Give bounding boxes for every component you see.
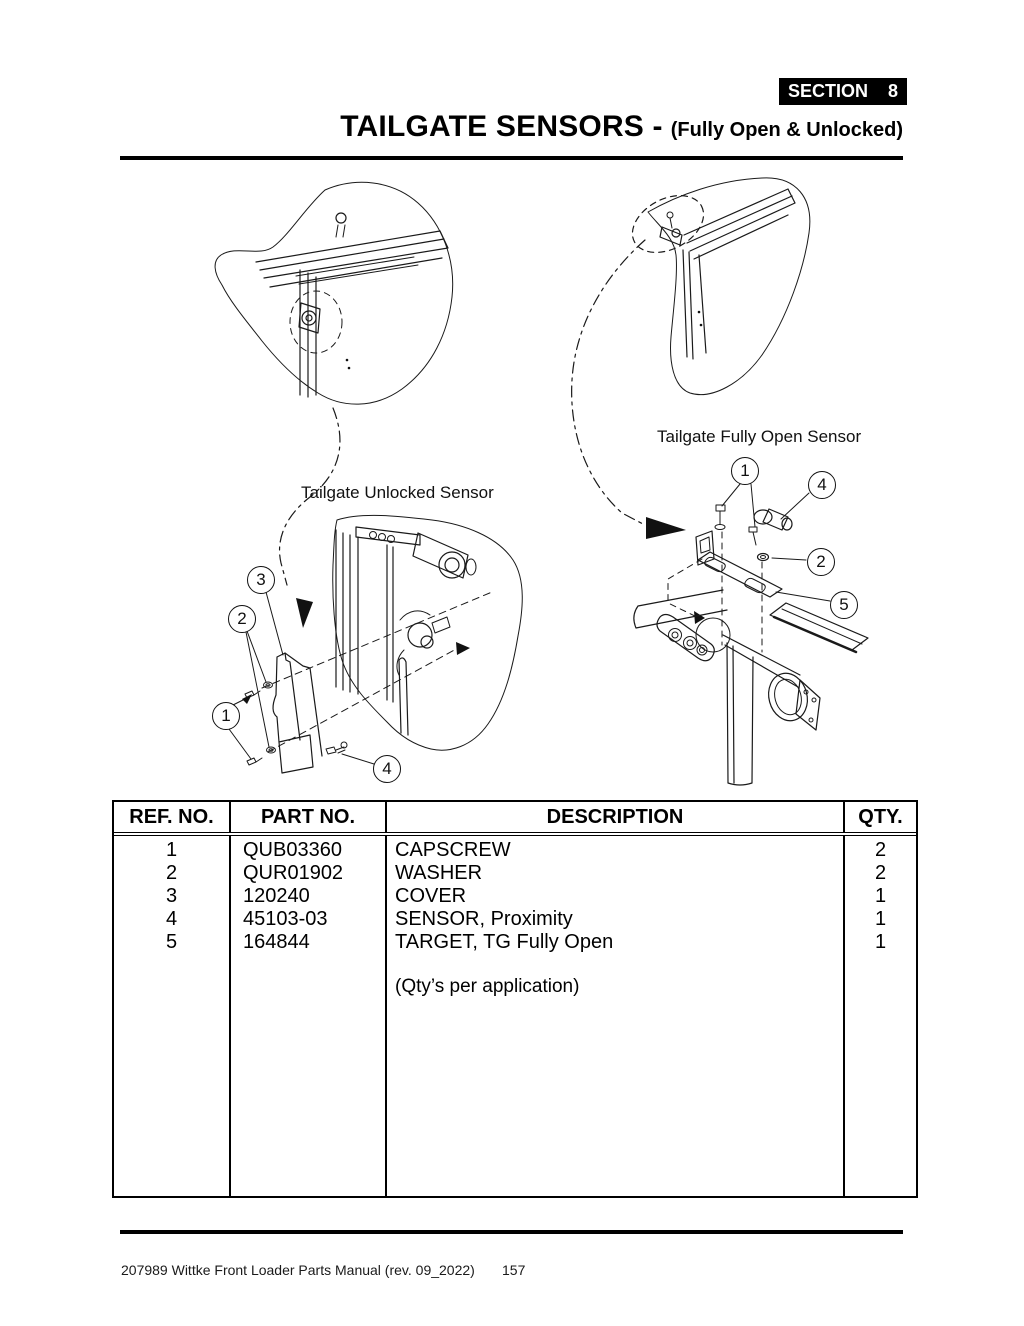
fully-open-sensor-label: Tailgate Fully Open Sensor (657, 427, 862, 446)
qty: 2 (874, 862, 887, 884)
page-footer: 207989 Wittke Front Loader Parts Manual … (121, 1262, 821, 1278)
qty: 2 (874, 839, 887, 861)
header-qty: QTY. (858, 805, 903, 828)
page-title: TAILGATE SENSORS - (Fully Open & Unlocke… (0, 110, 903, 144)
column-description: CAPSCREW WASHER COVER SENSOR, Proximity … (387, 836, 845, 1196)
description: COVER (395, 885, 467, 907)
qty-note: (Qty’s per application) (395, 976, 580, 997)
fully-open-sensor-location-drawing (571, 177, 811, 539)
arrow-icon (296, 598, 313, 628)
description: WASHER (395, 862, 483, 884)
arrow-icon (646, 517, 686, 539)
description: TARGET, TG Fully Open (395, 931, 614, 953)
unlocked-sensor-exploded-drawing (244, 514, 523, 774)
page-title-main: TAILGATE SENSORS - (340, 110, 663, 143)
fully-open-sensor-exploded-drawing (633, 504, 869, 786)
header-part-no: PART NO. (231, 802, 387, 832)
ref-no: 4 (165, 908, 178, 930)
balloon-cover: 3 (247, 566, 275, 594)
qty: 1 (874, 931, 887, 953)
page-number: 157 (502, 1262, 526, 1278)
qty: 1 (874, 885, 887, 907)
page-title-sub: (Fully Open & Unlocked) (670, 119, 903, 141)
balloon-washer-left: 2 (228, 605, 256, 633)
unlocked-sensor-label: Tailgate Unlocked Sensor (301, 483, 494, 502)
header-description: DESCRIPTION (387, 802, 845, 832)
balloon-capscrew-left: 1 (212, 702, 240, 730)
part-no: 164844 (243, 931, 310, 953)
balloon-target: 5 (830, 591, 858, 619)
section-badge-number: 8 (887, 81, 898, 101)
balloon-sensor-left: 4 (373, 755, 401, 783)
balloon-sensor-right: 4 (808, 471, 836, 499)
unlocked-sensor-location-drawing (214, 181, 454, 628)
balloon-washer-right: 2 (807, 548, 835, 576)
part-no: QUR01902 (243, 862, 344, 884)
header-rule (120, 156, 903, 160)
parts-table-body: 1 2 3 4 5 QUB03360 QUR01902 120240 45103… (114, 836, 916, 1196)
column-ref-no: 1 2 3 4 5 (114, 836, 231, 1196)
part-no: 120240 (243, 885, 310, 907)
part-no: 45103-03 (243, 908, 328, 930)
column-qty: 2 2 1 1 1 (845, 836, 916, 1196)
section-badge: SECTION 8 (779, 78, 907, 105)
description: CAPSCREW (395, 839, 511, 861)
column-part-no: QUB03360 QUR01902 120240 45103-03 164844 (231, 836, 387, 1196)
manual-title: 207989 Wittke Front Loader Parts Manual … (121, 1262, 475, 1278)
ref-no: 1 (165, 839, 178, 861)
header-ref-no: REF. NO. (114, 802, 231, 832)
parts-table-header: REF. NO. PART NO. DESCRIPTION QTY. (114, 802, 916, 836)
description: SENSOR, Proximity (395, 908, 573, 930)
part-no: QUB03360 (243, 839, 342, 861)
parts-table: REF. NO. PART NO. DESCRIPTION QTY. 1 2 3… (112, 800, 918, 1198)
balloon-leader-lines (228, 483, 831, 765)
qty: 1 (874, 908, 887, 930)
ref-no: 2 (165, 862, 178, 884)
ref-no: 3 (165, 885, 178, 907)
ref-no: 5 (165, 931, 178, 953)
balloon-capscrew-right: 1 (731, 457, 759, 485)
footer-rule (120, 1230, 903, 1234)
tailgate-sensor-diagrams (214, 177, 869, 786)
section-badge-label: SECTION (788, 81, 869, 101)
